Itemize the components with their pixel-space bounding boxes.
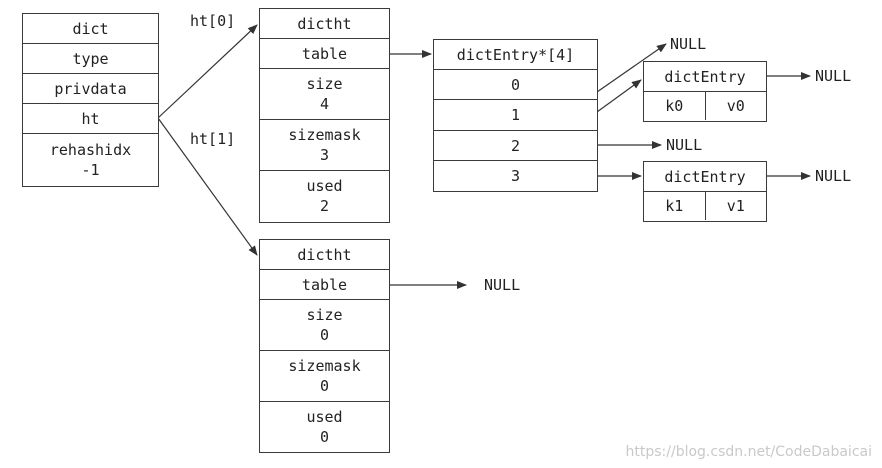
arrow-ht-to-ht0: [157, 24, 258, 119]
arrow-slot1-to-entry0: [596, 79, 642, 113]
dictht1-sizemask: sizemask 0: [260, 351, 389, 402]
watermark: https://blog.csdn.net/CodeDabaicai: [625, 444, 872, 460]
entry1-key: k1: [665, 197, 684, 215]
dictht0-used-value: 2: [319, 197, 330, 215]
dict-field-rehashidx: rehashidx -1: [23, 134, 158, 185]
dictht1-table: table: [260, 270, 389, 300]
dictentry-array: dictEntry*[4] 0 1 2 3: [433, 39, 598, 192]
dictht-1: dictht table size 0 sizemask 0 used 0: [259, 239, 390, 453]
entry1-kv: k1 v1: [644, 192, 766, 220]
array-title: dictEntry*[4]: [434, 40, 597, 70]
ht1-label: ht[1]: [190, 130, 236, 148]
dictentry-k1: dictEntry k1 v1: [643, 161, 767, 222]
array-slot-1: 1: [434, 100, 597, 131]
arrow-slot0-to-null: [596, 43, 667, 93]
dictht0-size-value: 4: [319, 95, 330, 113]
dictht0-size-label: size: [306, 75, 343, 93]
entry0-key: k0: [665, 97, 684, 115]
null-slot2: NULL: [666, 136, 703, 154]
dict-field-privdata: privdata: [23, 74, 158, 104]
dictht1-used: used 0: [260, 402, 389, 451]
entry0-title: dictEntry: [644, 62, 766, 92]
arrow-ht-to-ht1: [157, 117, 258, 256]
entry0-value: v0: [704, 92, 767, 120]
null-ht1-table: NULL: [484, 276, 521, 294]
dict-field-type: type: [23, 44, 158, 74]
dictht0-used-label: used: [306, 177, 343, 195]
array-slot-0: 0: [434, 70, 597, 100]
dictentry-k0: dictEntry k0 v0: [643, 61, 767, 122]
rehashidx-label: rehashidx: [49, 140, 132, 159]
entry1-title: dictEntry: [644, 162, 766, 192]
rehashidx-value: -1: [81, 160, 100, 179]
array-slot-2: 2: [434, 131, 597, 161]
dictht0-table: table: [260, 39, 389, 69]
dictht1-sizemask-value: 0: [319, 377, 330, 395]
dictht0-sizemask-value: 3: [319, 146, 330, 164]
entry1-value: v1: [704, 192, 767, 220]
dictht0-size: size 4: [260, 69, 389, 120]
dictht1-used-label: used: [306, 407, 343, 426]
dictht0-used: used 2: [260, 171, 389, 221]
null-entry1-next: NULL: [815, 167, 852, 185]
null-entry0-next: NULL: [815, 67, 852, 85]
dictht1-size-label: size: [306, 306, 343, 324]
dictht1-size-value: 0: [319, 326, 330, 344]
ht0-label: ht[0]: [190, 12, 236, 30]
dictht1-sizemask-label: sizemask: [288, 357, 361, 375]
dictht1-title: dictht: [260, 240, 389, 270]
dictht0-title: dictht: [260, 9, 389, 39]
dictht1-used-value: 0: [319, 427, 330, 446]
dictht0-sizemask-label: sizemask: [288, 126, 361, 144]
null-slot0: NULL: [670, 35, 707, 53]
dict-field-ht: ht: [23, 104, 158, 134]
array-slot-3: 3: [510, 166, 521, 185]
dict-struct: dict type privdata ht rehashidx -1: [22, 13, 159, 187]
dictht0-sizemask: sizemask 3: [260, 120, 389, 171]
dictht-0: dictht table size 4 sizemask 3 used 2: [259, 8, 390, 223]
dict-title: dict: [23, 14, 158, 44]
dictht1-size: size 0: [260, 300, 389, 351]
entry0-kv: k0 v0: [644, 92, 766, 120]
